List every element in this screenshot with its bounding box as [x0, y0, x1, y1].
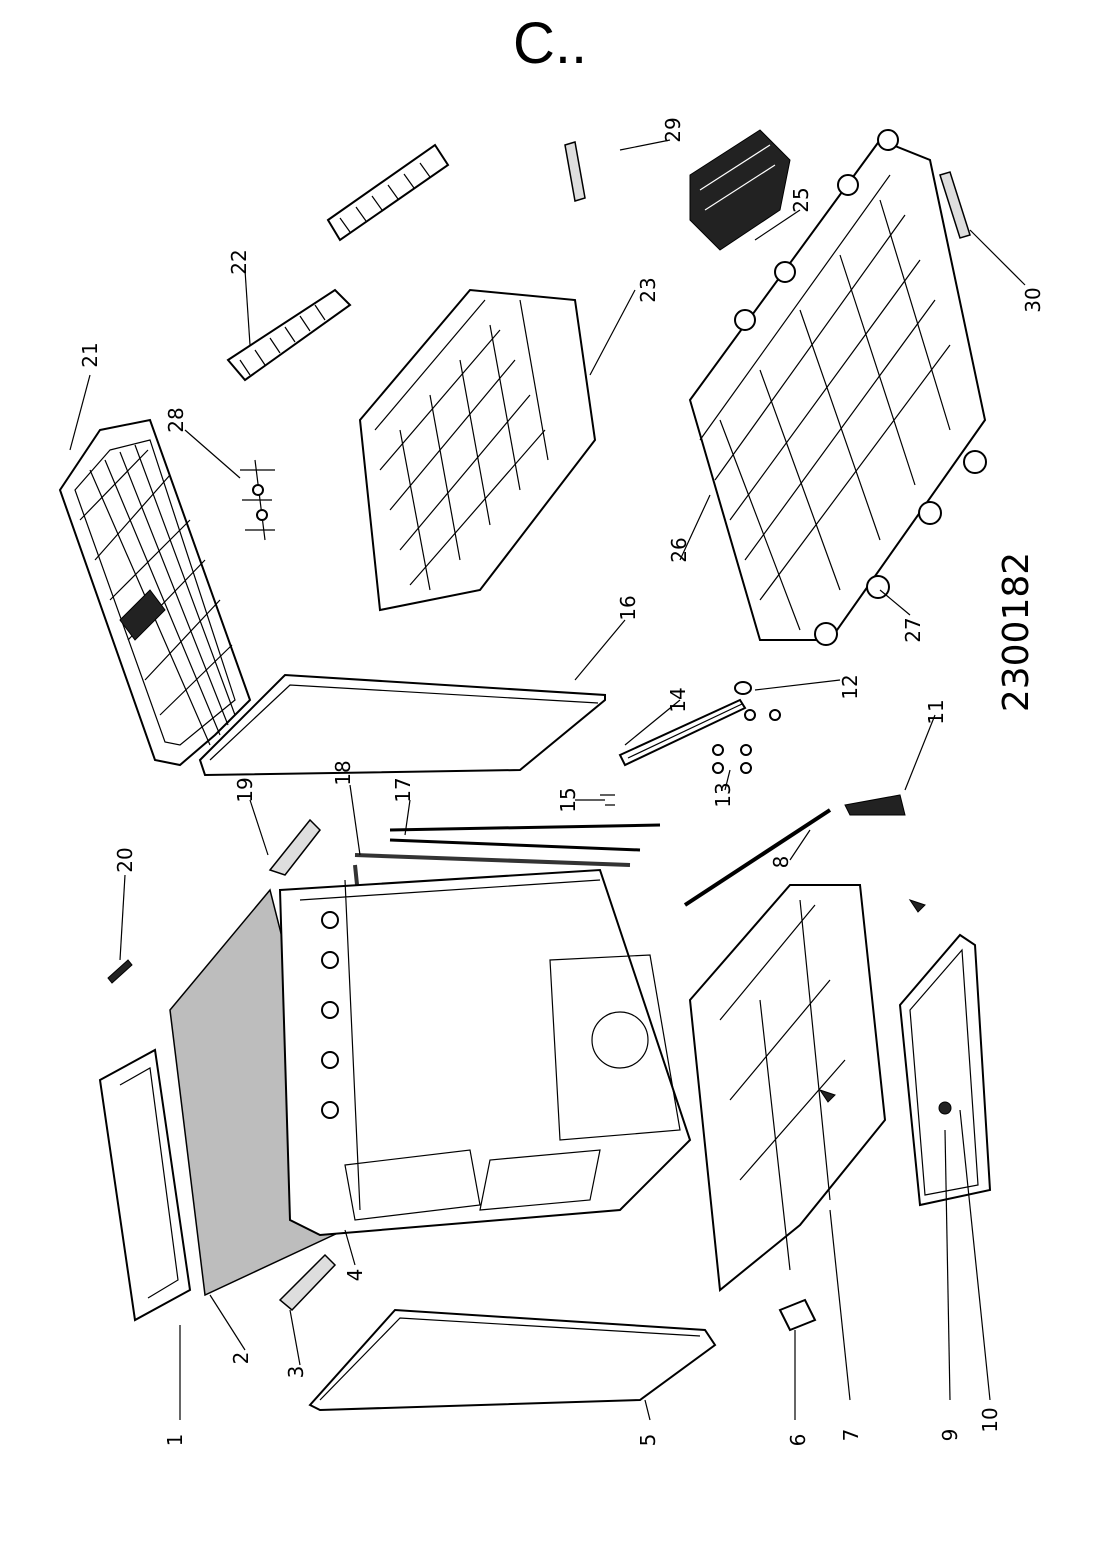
callout-5: 5: [636, 1434, 660, 1447]
part-22-cutlery-rack: [226, 143, 450, 382]
part-11-screw: [844, 794, 906, 816]
callout-12: 12: [838, 674, 862, 699]
callout-7: 7: [839, 1429, 863, 1442]
part-15-clip: [600, 794, 615, 806]
part-14-strip: [618, 698, 747, 767]
callout-3: 3: [284, 1366, 308, 1379]
part-21-grille: [58, 418, 252, 767]
part-9-base-plate: [898, 933, 992, 1207]
callout-27: 27: [901, 617, 925, 642]
part-6-clip: [778, 1298, 817, 1332]
callout-16: 16: [616, 595, 640, 620]
drawing-number: 2300182: [996, 552, 1037, 712]
part-4-tub: [278, 868, 692, 1237]
part-7-base: [688, 884, 926, 1292]
callout-2: 2: [229, 1352, 253, 1365]
callout-23: 23: [636, 277, 660, 302]
callout-19: 19: [233, 777, 257, 802]
callout-22: 22: [227, 249, 251, 274]
callout-1: 1: [163, 1434, 187, 1447]
callout-21: 21: [78, 342, 102, 367]
part-10-screw: [938, 1101, 952, 1115]
part-19-hinge-bracket: [268, 818, 321, 876]
callout-18: 18: [331, 760, 355, 785]
callout-28: 28: [164, 407, 188, 432]
callout-17: 17: [391, 777, 415, 802]
callout-4: 4: [343, 1269, 367, 1282]
callout-11: 11: [924, 699, 948, 724]
part-23-upper-basket: [358, 288, 597, 612]
part-13-brackets: [712, 709, 781, 774]
callout-8: 8: [769, 856, 793, 869]
part-30-rail: [939, 171, 971, 239]
part-25-cutlery-basket: [689, 129, 791, 251]
part-8-seal: [683, 808, 832, 907]
callout-20: 20: [113, 847, 137, 872]
part-29-rail: [564, 141, 586, 202]
callout-14: 14: [666, 687, 690, 712]
part-16-side-panel: [198, 673, 606, 777]
part-20-spring: [107, 959, 133, 984]
callout-26: 26: [667, 537, 691, 562]
part-12-cap: [734, 681, 752, 695]
part-1-handle: [98, 1048, 192, 1322]
callout-labels: 1 2 3 4 5 6 7 8 9 10 11 12 13 14 15 16 1…: [78, 117, 1045, 1446]
part-26-lower-basket: [688, 129, 987, 646]
part-17-seal: [389, 823, 661, 852]
part-5-side-panel: [308, 1308, 717, 1412]
part-28-hinge: [240, 459, 275, 541]
callout-29: 29: [661, 117, 685, 142]
page-title: C..: [512, 11, 588, 76]
callout-15: 15: [556, 787, 580, 812]
leader-lines: [69, 139, 1026, 1421]
callout-30: 30: [1021, 287, 1045, 312]
part-3-bracket: [278, 1253, 337, 1312]
callout-6: 6: [786, 1434, 810, 1447]
callout-9: 9: [938, 1429, 962, 1442]
callout-13: 13: [711, 782, 735, 807]
callout-10: 10: [978, 1407, 1002, 1432]
callout-25: 25: [789, 187, 813, 212]
